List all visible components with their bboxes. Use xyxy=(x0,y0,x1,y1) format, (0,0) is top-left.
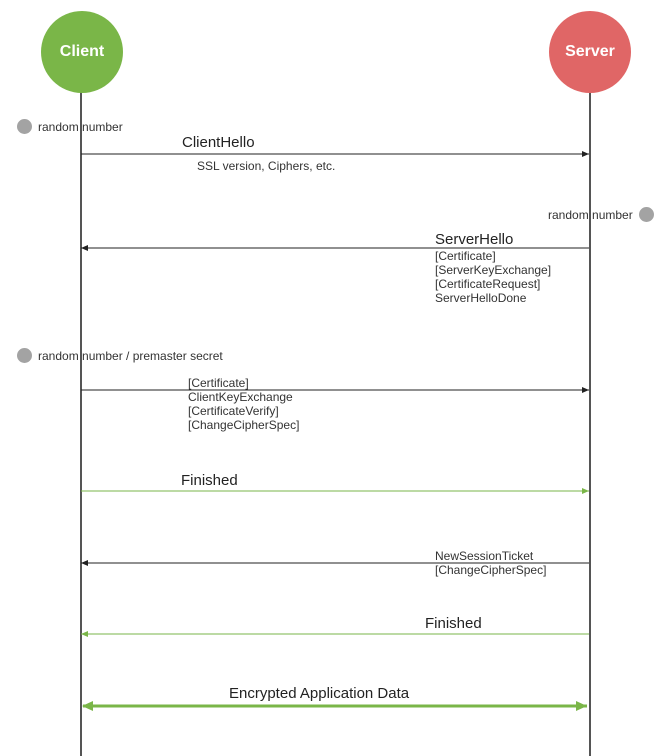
server-hello-details: [Certificate] [ServerKeyExchange] [Certi… xyxy=(435,249,551,305)
server-random-note: random number xyxy=(548,208,633,222)
client-lifeline xyxy=(80,92,82,756)
client-key-detail: [ChangeCipherSpec] xyxy=(188,418,300,432)
server-actor: Server xyxy=(549,11,631,93)
server-hello-detail: [Certificate] xyxy=(435,249,496,263)
client-hello-label: ClientHello xyxy=(182,134,255,151)
client-key-detail: [Certificate] xyxy=(188,376,249,390)
client-finished-label: Finished xyxy=(181,472,238,489)
client-key-detail: [CertificateVerify] xyxy=(188,404,279,418)
server-hello-detail: [CertificateRequest] xyxy=(435,277,541,291)
server-hello-detail: ServerHelloDone xyxy=(435,291,527,305)
client-random-dot xyxy=(17,119,32,134)
client-premaster-note: random number / premaster secret xyxy=(38,349,223,363)
server-hello-detail: [ServerKeyExchange] xyxy=(435,263,552,277)
client-key-details: [Certificate] ClientKeyExchange [Certifi… xyxy=(188,376,299,432)
client-premaster-dot xyxy=(17,348,32,363)
app-data-label: Encrypted Application Data xyxy=(229,685,410,702)
session-ticket-detail: NewSessionTicket xyxy=(435,549,534,563)
server-random-dot xyxy=(639,207,654,222)
client-key-detail: ClientKeyExchange xyxy=(188,390,293,404)
session-ticket-details: NewSessionTicket [ChangeCipherSpec] xyxy=(435,549,546,577)
session-ticket-detail: [ChangeCipherSpec] xyxy=(435,563,547,577)
server-hello-label: ServerHello xyxy=(435,231,514,248)
client-actor: Client xyxy=(41,11,123,93)
client-hello-details: SSL version, Ciphers, etc. xyxy=(197,159,336,173)
server-finished-label: Finished xyxy=(425,615,482,632)
client-random-note: random number xyxy=(38,120,123,134)
server-lifeline xyxy=(589,92,591,756)
